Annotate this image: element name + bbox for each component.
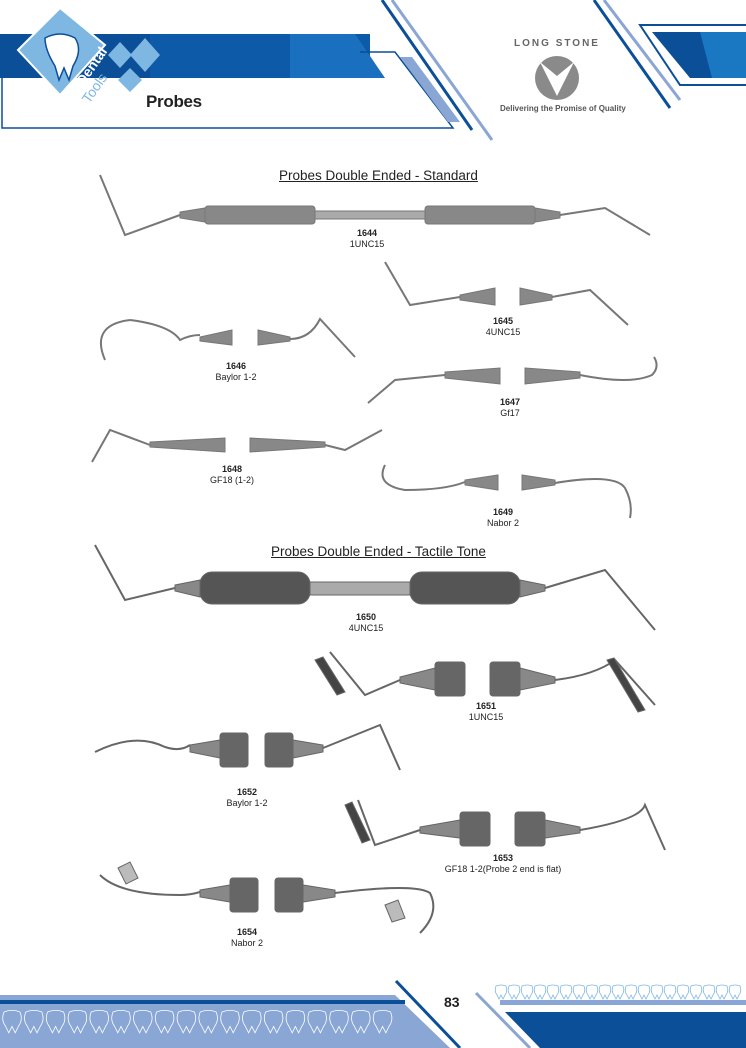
tooth-icon bbox=[285, 1010, 306, 1034]
tooth-icon bbox=[650, 984, 664, 1000]
tooth-icon bbox=[24, 1010, 44, 1034]
instrument-1652 bbox=[94, 723, 401, 771]
product-code: 1653 bbox=[492, 853, 514, 863]
product-code: 1654 bbox=[236, 927, 258, 937]
page-number: 83 bbox=[444, 994, 460, 1010]
tooth-icon bbox=[676, 984, 690, 1000]
tooth-icon bbox=[133, 1010, 153, 1034]
product-code: 1646 bbox=[225, 361, 247, 371]
tooth-icon bbox=[89, 1010, 109, 1034]
tooth-icon bbox=[67, 1010, 88, 1034]
tooth-icon bbox=[533, 984, 547, 1000]
instrument-1645 bbox=[384, 261, 629, 326]
product-code: 1645 bbox=[492, 316, 514, 326]
product-code: 1650 bbox=[355, 612, 377, 622]
instrument-1653 bbox=[344, 799, 666, 851]
section-title-tactile: Probes Double Ended - Tactile Tone bbox=[271, 544, 486, 559]
tooth-icon bbox=[263, 1010, 284, 1034]
tooth-icon bbox=[111, 1010, 131, 1034]
logo-text: LONG STONE bbox=[514, 38, 600, 49]
tooth-icon bbox=[351, 1010, 371, 1034]
tooth-icon bbox=[220, 1010, 240, 1034]
tooth-icon bbox=[198, 1010, 218, 1034]
tooth-icon bbox=[598, 984, 612, 1000]
product-code: 1651 bbox=[475, 701, 497, 711]
product-name: Gf17 bbox=[500, 407, 520, 418]
footer-band bbox=[0, 979, 746, 1048]
product-name: 1UNC15 bbox=[468, 711, 504, 722]
tooth-icon bbox=[611, 984, 625, 1000]
instrument-1646 bbox=[100, 317, 356, 361]
product-code: 1648 bbox=[221, 464, 243, 474]
tooth-icon bbox=[689, 984, 703, 1000]
tooth-icon bbox=[702, 984, 716, 1000]
product-name: Nabor 2 bbox=[230, 937, 264, 948]
product-name: 1UNC15 bbox=[349, 238, 385, 249]
product-name: GF18 1-2(Probe 2 end is flat) bbox=[444, 863, 562, 874]
tooth-icon bbox=[45, 1010, 66, 1034]
product-name: GF18 (1-2) bbox=[209, 474, 254, 485]
tooth-icon bbox=[559, 984, 573, 1000]
product-name: 4UNC15 bbox=[348, 622, 384, 633]
product-name: Nabor 2 bbox=[486, 517, 520, 528]
tooth-icon bbox=[329, 1010, 349, 1034]
footer-tooth-pattern-top bbox=[494, 984, 742, 1000]
tooth-icon bbox=[520, 984, 534, 1000]
product-code: 1652 bbox=[236, 787, 258, 797]
long-stone-logo bbox=[535, 56, 579, 100]
tooth-icon bbox=[728, 984, 742, 1000]
product-code: 1644 bbox=[356, 228, 378, 238]
tooth-icon bbox=[585, 984, 599, 1000]
tooth-icon bbox=[546, 984, 560, 1000]
tooth-icon bbox=[372, 1010, 393, 1034]
footer-tooth-pattern bbox=[2, 1010, 393, 1034]
section-title-standard: Probes Double Ended - Standard bbox=[279, 168, 478, 183]
tooth-icon bbox=[715, 984, 729, 1000]
product-name: Baylor 1-2 bbox=[215, 371, 257, 382]
tooth-icon bbox=[2, 1010, 22, 1034]
tooth-icon bbox=[154, 1010, 175, 1034]
instrument-1648 bbox=[91, 428, 383, 463]
header-banner bbox=[0, 0, 746, 141]
tooth-icon bbox=[176, 1010, 197, 1034]
product-name: Baylor 1-2 bbox=[226, 797, 268, 808]
tooth-icon bbox=[624, 984, 638, 1000]
tooth-icon bbox=[663, 984, 677, 1000]
tagline: Delivering the Promise of Quality bbox=[500, 104, 626, 113]
tooth-icon bbox=[507, 984, 521, 1000]
instrument-1651 bbox=[314, 651, 656, 713]
instrument-1644 bbox=[99, 174, 651, 237]
instrument-1654 bbox=[99, 861, 435, 934]
tooth-icon bbox=[572, 984, 586, 1000]
tooth-icon bbox=[307, 1010, 327, 1034]
product-name: 4UNC15 bbox=[485, 326, 521, 337]
instrument-1649 bbox=[381, 464, 632, 519]
tooth-icon bbox=[637, 984, 651, 1000]
instrument-1647 bbox=[367, 356, 658, 404]
instrument-1650 bbox=[94, 544, 656, 631]
product-code: 1649 bbox=[492, 507, 514, 517]
tooth-icon bbox=[242, 1010, 262, 1034]
product-code: 1647 bbox=[499, 397, 521, 407]
tooth-icon bbox=[494, 984, 508, 1000]
page-title: Probes bbox=[146, 92, 202, 111]
